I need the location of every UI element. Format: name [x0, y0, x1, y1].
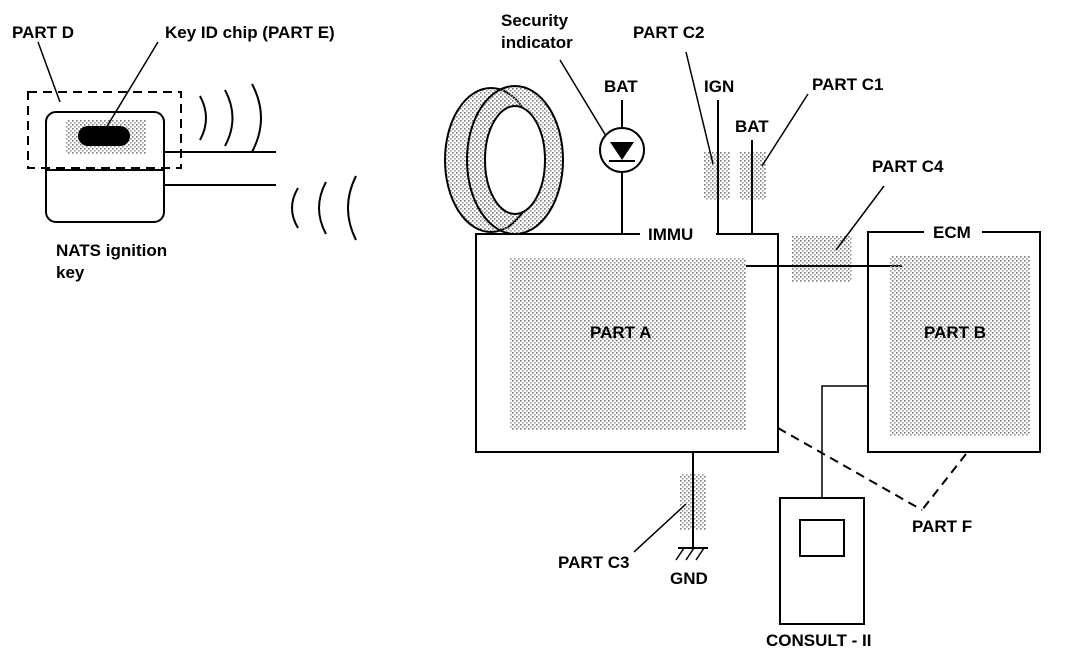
- consult-ecm-cable: [821, 385, 868, 498]
- immu-label-bg: [640, 224, 716, 244]
- security-indicator-label-2: indicator: [501, 33, 573, 52]
- power-supply-wires: [685, 51, 809, 234]
- consult-label: CONSULT - II: [766, 631, 871, 650]
- immu-box: [475, 233, 779, 453]
- immu-ecm-link: [746, 185, 902, 282]
- part-f-line-immu: [777, 427, 923, 511]
- part-b-label: PART B: [924, 323, 986, 342]
- part-f-lines: [777, 427, 967, 511]
- consult-screen: [799, 519, 845, 557]
- key-id-chip: [78, 126, 130, 146]
- signal-wave-3: [251, 83, 262, 153]
- nats-ignition-key: [27, 41, 357, 241]
- immu-unit: [475, 224, 779, 453]
- part-f-label: PART F: [912, 517, 972, 536]
- consult-body: [779, 497, 865, 625]
- part-c2-leader: [685, 51, 714, 165]
- nats-key-label-2: key: [56, 263, 85, 282]
- ecm-label-bg: [924, 222, 982, 242]
- ground-hatch-3: [695, 547, 705, 561]
- signal-wave-5: [318, 181, 327, 235]
- ecm-unit: [867, 222, 1041, 453]
- security-indicator-label-1: Security: [501, 11, 569, 30]
- immu-label: IMMU: [648, 225, 693, 244]
- key-id-chip-leader: [105, 41, 159, 129]
- diode-icon: [610, 142, 634, 160]
- gnd-label: GND: [670, 569, 708, 588]
- part-a-label: PART A: [590, 323, 651, 342]
- part-c1-label: PART C1: [812, 75, 883, 94]
- bat-indicator-label: BAT: [604, 77, 638, 96]
- signal-wave-1: [199, 95, 207, 141]
- part-c2-label: PART C2: [633, 23, 704, 42]
- part-f-line-ecm: [921, 453, 967, 511]
- ground-connection: [633, 452, 708, 561]
- part-c4-label: PART C4: [872, 157, 944, 176]
- key-id-chip-label: Key ID chip (PART E): [165, 23, 335, 42]
- part-a-shade: [510, 258, 746, 430]
- security-indicator-leader: [559, 59, 607, 137]
- ground-hatch-1: [675, 547, 685, 561]
- part-d-leader: [37, 41, 61, 103]
- ign-label: IGN: [704, 77, 734, 96]
- signal-wave-2: [224, 89, 234, 147]
- ecm-label: ECM: [933, 223, 971, 242]
- security-indicator: [559, 59, 645, 234]
- antenna-coil: [444, 85, 564, 235]
- nats-key-label-1: NATS ignition: [56, 241, 167, 260]
- consult-tool: [779, 385, 868, 625]
- part-c3-leader: [633, 503, 687, 553]
- part-d-outline: [27, 91, 182, 169]
- part-c3-label: PART C3: [558, 553, 629, 572]
- signal-wave-6: [347, 175, 357, 241]
- bat-immu-label: BAT: [735, 117, 769, 136]
- part-b-shade: [890, 256, 1030, 436]
- part-c4-leader: [835, 185, 885, 251]
- part-c4-connector: [792, 236, 852, 282]
- ground-hatch-2: [685, 547, 695, 561]
- part-d-label: PART D: [12, 23, 74, 42]
- part-c1-leader: [761, 93, 809, 167]
- signal-wave-4: [291, 187, 299, 229]
